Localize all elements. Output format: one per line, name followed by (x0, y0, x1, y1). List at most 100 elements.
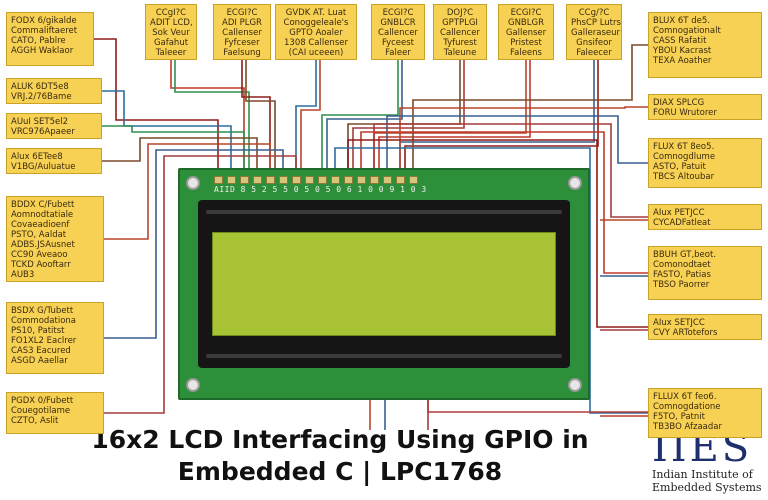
lcd-bezel (198, 200, 570, 368)
mount-hole-bottom-left (186, 378, 200, 392)
label-line: GNBLCR (380, 18, 416, 29)
top-wire (321, 60, 399, 176)
label-line: BDDX C/Fubett (11, 200, 75, 210)
right-wire (412, 44, 648, 176)
label-line: ADI PLGR (222, 18, 262, 29)
label-line: Callencer (378, 28, 418, 39)
top-wire (378, 60, 531, 176)
label-line: V1BG/Auluatue (11, 162, 76, 173)
label-line: PSTO, Aaldat (11, 230, 67, 241)
label-line: Faleer (385, 48, 411, 59)
lcd-screen (212, 232, 556, 336)
label-line: Tyfurest (443, 38, 477, 49)
lcd-pin (331, 176, 340, 184)
label-line: ECGI?C (510, 8, 542, 18)
lcd-module-board: AIID 8 5 2 5 5 0 5 0 5 0 6 1 0 0 9 1 0 3 (178, 168, 590, 400)
label-line: BBUH GT,beot. (653, 250, 717, 260)
top-wire (170, 60, 245, 176)
label-line: ASGD Aaellar (11, 356, 68, 367)
label-line: AUB3 (11, 270, 35, 281)
top-wire (373, 60, 527, 176)
label-line: TBSO Paorrer (653, 280, 710, 291)
label-line: CCgI?C (155, 8, 187, 18)
label-line: GPTO Aoaler (289, 28, 343, 39)
label-line: Callenser (222, 28, 262, 39)
label-line: TB3BO Afzaadar (653, 422, 722, 433)
label-line: Covaeadioenf (11, 220, 70, 231)
label-line: ADIT LCD, (150, 18, 193, 29)
label-line: VRJ.2/76Bame (11, 92, 72, 103)
label-line: Pristest (510, 38, 542, 49)
lcd-pin (305, 176, 314, 184)
lcd-pin (396, 176, 405, 184)
lcd-pin-label: AIID 8 5 2 5 5 0 5 0 5 0 6 1 0 0 9 1 0 3 (214, 185, 427, 194)
label-line: Taleeer (155, 48, 187, 59)
right-wire (373, 123, 648, 218)
label-line: Faelsung (223, 48, 261, 59)
logo-subtitle-1: Indian Institute of (652, 468, 753, 481)
label-line: Callencer (440, 28, 480, 39)
label-line: CCg/?C (578, 8, 610, 18)
left-wire (104, 149, 284, 339)
label-line: AGGH Waklaor (11, 46, 74, 57)
label-line: GVDK AT. Luat (285, 8, 347, 18)
title-line-2: Embedded C | LPC1768 (177, 457, 503, 486)
label-line: Gnsifeor (576, 38, 612, 49)
lcd-pin (240, 176, 249, 184)
label-line: PS10, Patitst (11, 326, 65, 337)
label-line: FLLUX 6T feo6. (653, 392, 717, 402)
label-line: Commaliftaeret (11, 26, 78, 37)
top-wire (326, 60, 403, 176)
label-line: GNBLGR (507, 18, 544, 29)
logo-subtitle-2: Embedded Systems (652, 481, 762, 494)
left-wire (104, 143, 271, 240)
label-line: PhsCP Lutrs (571, 18, 621, 29)
lcd-pin (318, 176, 327, 184)
label-line: Conoggeleale's (283, 18, 349, 29)
lcd-pin (253, 176, 262, 184)
lcd-pin (292, 176, 301, 184)
top-wire (300, 60, 321, 176)
bezel-slot-bottom (206, 354, 562, 358)
label-line: CC90 Aveaoo (11, 250, 68, 261)
label-line: FORU Wrutorer (653, 108, 717, 119)
right-wire (334, 147, 648, 414)
top-wire (245, 60, 276, 176)
label-line: PGDX 0/Fubett (11, 396, 74, 406)
label-line: Comonodtaet (653, 260, 711, 271)
right-wire (386, 115, 648, 176)
label-line: TCKD Aooftarr (11, 260, 71, 271)
lcd-pin (344, 176, 353, 184)
label-line: Alux 6ETee8 (11, 152, 63, 162)
bezel-slot-top (206, 210, 562, 214)
left-wire (102, 125, 245, 176)
top-wire (347, 60, 461, 176)
label-line: Taleune (443, 48, 477, 59)
label-line: DIAX SPLCG (653, 98, 705, 108)
lcd-pin (357, 176, 366, 184)
lcd-pin (266, 176, 275, 184)
left-wire (102, 90, 232, 176)
label-line: ECGI?C (382, 8, 414, 18)
label-line: Comnogdlume (653, 152, 716, 163)
label-line: (CAI uceeen) (288, 48, 344, 59)
label-line: FLUX 6T 8eo5. (653, 142, 715, 152)
label-line: F5TO, Patnit (653, 412, 705, 423)
right-wire (399, 106, 648, 176)
label-line: VRC976Apaeer (11, 127, 75, 138)
label-line: Faleecer (576, 48, 612, 59)
